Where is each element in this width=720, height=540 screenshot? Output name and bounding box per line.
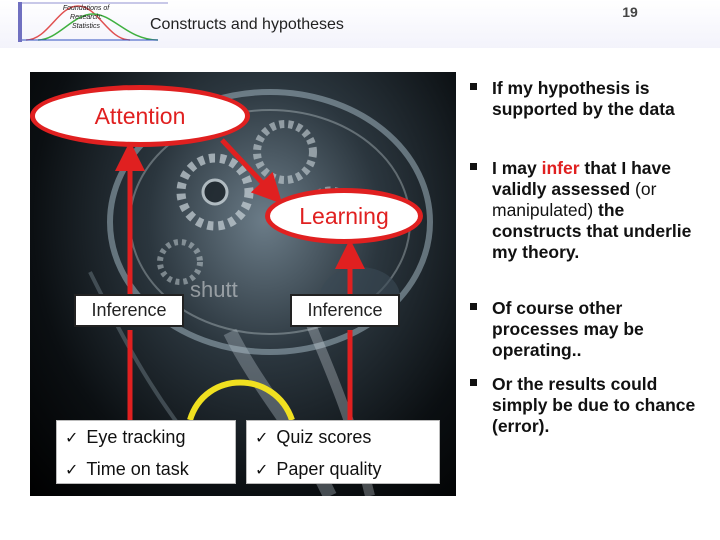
construct-attention: Attention	[30, 85, 250, 147]
measure-label: Paper quality	[276, 459, 382, 479]
logo-line-3: Statistics	[71, 23, 100, 30]
checkmark-icon: ✓	[65, 430, 79, 447]
bullet-text: I may infer that I have validly assessed…	[492, 158, 710, 263]
bullet-item-2: I may infer that I have validly assessed…	[470, 158, 710, 263]
yellow-arc	[187, 379, 295, 422]
infer-highlight: infer	[541, 158, 580, 178]
bullet-text: Of course other processes may be operati…	[492, 298, 644, 360]
construct-learning: Learning	[265, 188, 423, 244]
slide-number: 19	[622, 4, 638, 20]
bullet-text: If my hypothesis is supported by the dat…	[492, 78, 675, 119]
measure-label: Eye tracking	[86, 427, 186, 447]
bullet-item-1: If my hypothesis is supported by the dat…	[470, 78, 710, 120]
logo-text: Foundations of Research: Statistics	[50, 4, 122, 31]
measure-label: Quiz scores	[276, 427, 372, 447]
slide-title: Constructs and hypotheses	[150, 16, 344, 33]
bullet-text: Or the results could simply be due to ch…	[492, 374, 696, 436]
bullet-square-icon	[470, 163, 477, 170]
logo-bell-curve-icon	[18, 2, 168, 42]
measure-label: Time on task	[86, 459, 189, 479]
checkmark-icon: ✓	[255, 462, 269, 479]
logo-line-1: Foundations of	[62, 5, 110, 12]
logo-line-2: Research:	[70, 14, 102, 21]
measure-item: ✓ Eye tracking	[65, 427, 185, 448]
measures-box-right: ✓ Quiz scores ✓ Paper quality	[246, 420, 440, 484]
bullet-text-part: I may	[492, 158, 542, 178]
measure-item: ✓ Quiz scores	[255, 427, 371, 448]
watermark-text: shutt	[190, 277, 238, 302]
bullet-square-icon	[470, 379, 477, 386]
arrow-attention-to-learning	[220, 138, 283, 204]
checkmark-icon: ✓	[255, 430, 269, 447]
bullet-item-3: Of course other processes may be operati…	[470, 298, 710, 361]
inference-box-right: Inference	[290, 294, 400, 327]
bullet-item-4: Or the results could simply be due to ch…	[470, 374, 710, 437]
inference-box-left: Inference	[74, 294, 184, 327]
measure-item: ✓ Paper quality	[255, 459, 381, 480]
checkmark-icon: ✓	[65, 462, 79, 479]
measure-item: ✓ Time on task	[65, 459, 189, 480]
bullet-text-part: (or manipulated)	[492, 179, 657, 220]
bullet-square-icon	[470, 83, 477, 90]
bullet-square-icon	[470, 303, 477, 310]
bullet-text-part: that I have validly assessed	[492, 158, 671, 199]
measures-box-left: ✓ Eye tracking ✓ Time on task	[56, 420, 236, 484]
bullet-text-part: the constructs that underlie my theory.	[492, 200, 692, 262]
